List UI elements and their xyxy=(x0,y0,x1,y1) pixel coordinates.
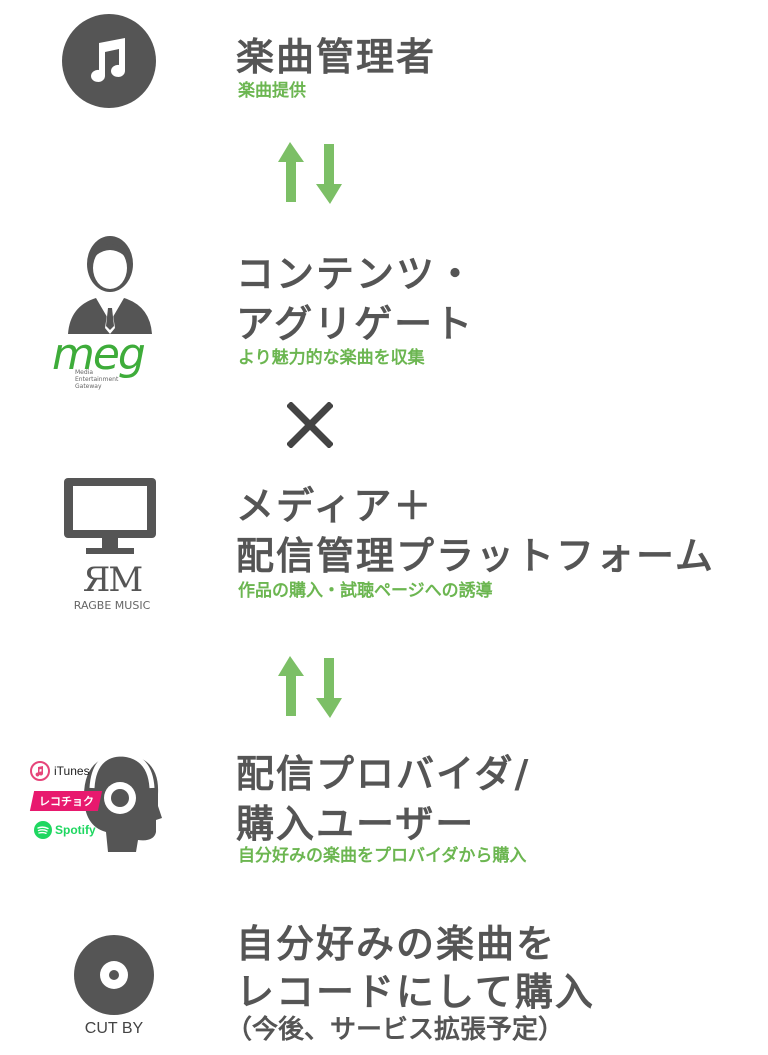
cross-icon xyxy=(287,402,333,448)
step-3-title-line-2: 配信管理プラットフォーム xyxy=(236,534,715,578)
step-3-subtitle: 作品の購入・試聴ページへの誘導 xyxy=(238,581,493,601)
step-2-title-line-2: アグリゲート xyxy=(236,302,475,346)
step-5-note: （今後、サービス拡張予定） xyxy=(226,1015,565,1045)
recochoku-badge: レコチョク xyxy=(29,791,103,811)
step-5-title-line-1: 自分好みの楽曲を xyxy=(236,922,557,966)
spotify-badge: Spotify xyxy=(34,820,96,840)
step-5-title-line-2: レコードにして購入 xyxy=(236,970,595,1014)
spotify-label: Spotify xyxy=(55,823,96,837)
record-disc-icon xyxy=(74,935,154,1015)
meg-caption-entertainment: Entertainment xyxy=(75,376,119,383)
meg-caption-gateway: Gateway xyxy=(75,383,102,390)
ragbe-caption: RAGBE MUSIC xyxy=(73,599,151,612)
step-4-subtitle: 自分好みの楽曲をプロバイダから購入 xyxy=(238,846,527,866)
meg-caption-media: Media xyxy=(75,369,94,376)
ragbe-logo-mark: ЯM xyxy=(82,560,143,600)
itunes-label: iTunes xyxy=(54,764,90,778)
person-icon xyxy=(68,236,152,334)
step-1-title: 楽曲管理者 xyxy=(236,35,437,79)
cut-by-label: CUT BY xyxy=(84,1020,144,1037)
meg-logo: meg Media Entertainment Gateway xyxy=(50,329,170,395)
headphones-head-icon xyxy=(84,751,162,852)
recochoku-label: レコチョク xyxy=(38,795,94,808)
step-2-subtitle: より魅力的な楽曲を収集 xyxy=(238,348,425,368)
music-note-icon xyxy=(62,14,156,108)
cycle-arrows-icon xyxy=(278,656,342,718)
meg-logo-text: meg xyxy=(52,329,146,380)
ragbe-logo: ЯM RAGBE MUSIC xyxy=(62,560,162,614)
itunes-badge: iTunes xyxy=(30,760,90,782)
monitor-icon xyxy=(64,478,156,554)
step-4-title-line-2: 購入ユーザー xyxy=(236,802,476,846)
step-4-title-line-1: 配信プロバイダ/ xyxy=(236,752,531,796)
spotify-icon xyxy=(34,821,52,839)
step-1-subtitle: 楽曲提供 xyxy=(238,81,306,101)
step-3-title-line-1: メディア＋ xyxy=(236,484,434,528)
step-2-title-line-1: コンテンツ・ xyxy=(236,252,477,296)
cycle-arrows-icon xyxy=(278,142,342,204)
itunes-icon xyxy=(30,761,50,781)
